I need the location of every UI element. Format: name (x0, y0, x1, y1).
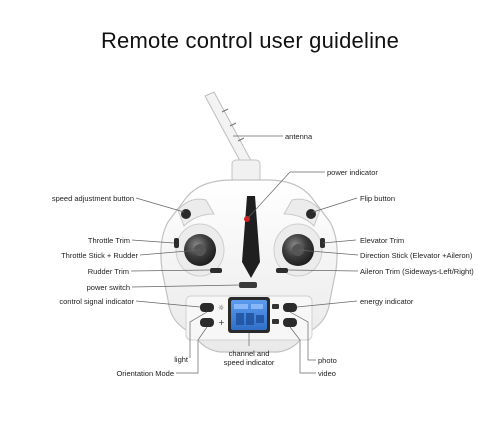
power-switch[interactable] (239, 282, 257, 288)
direction-stick-label: Direction Stick (Elevator +Aileron) (360, 251, 473, 260)
elevator-trim[interactable] (320, 238, 325, 248)
power-indicator-label: power indicator (327, 168, 378, 177)
page-title: Remote control user guideline (100, 28, 400, 53)
flip-button[interactable] (306, 209, 316, 219)
camera-icon (272, 304, 279, 309)
antenna-part (204, 91, 261, 183)
speed-adjustment-button[interactable] (181, 209, 191, 219)
rudder-trim-label: Rudder Trim (87, 267, 129, 276)
channel-speed-label-line1: channel and (228, 349, 270, 358)
photo-button[interactable] (283, 303, 297, 312)
light-icon: ☼ (218, 304, 224, 312)
channel-speed-label-line2: speed indicator (223, 358, 275, 367)
energy-indicator-label: energy indicator (360, 297, 414, 306)
flip-button-label: Flip button (360, 194, 396, 203)
speed-adjustment-button-label: speed adjustment button (51, 194, 134, 203)
leader-lines (130, 135, 359, 374)
throttle-trim[interactable] (174, 238, 179, 248)
video-label: video (318, 369, 336, 378)
plus-icon: + (218, 318, 225, 327)
elevator-trim-label: Elevator Trim (360, 236, 405, 245)
rudder-trim[interactable] (210, 268, 222, 273)
aileron-trim-label: Aileron Trim (Sideways-Left/Right) (360, 267, 474, 276)
lcd-screen (228, 297, 270, 333)
control-signal-indicator-label: control signal indicator (59, 297, 134, 306)
aileron-trim[interactable] (276, 268, 288, 273)
orientation-mode-button[interactable] (200, 318, 214, 327)
channel-speed-indicator-label: channel and speed indicator (214, 349, 284, 367)
orientation-mode-label: Orientation Mode (116, 369, 174, 378)
power-switch-label: power switch (86, 283, 130, 292)
video-camera-icon (272, 319, 279, 324)
photo-label: photo (318, 356, 337, 365)
light-button[interactable] (200, 303, 214, 312)
throttle-stick-label: Throttle Stick + Rudder (61, 251, 138, 260)
light-label: light (174, 355, 188, 364)
video-button[interactable] (283, 318, 297, 327)
throttle-trim-label: Throttle Trim (87, 236, 130, 245)
antenna-label: antenna (285, 132, 313, 141)
